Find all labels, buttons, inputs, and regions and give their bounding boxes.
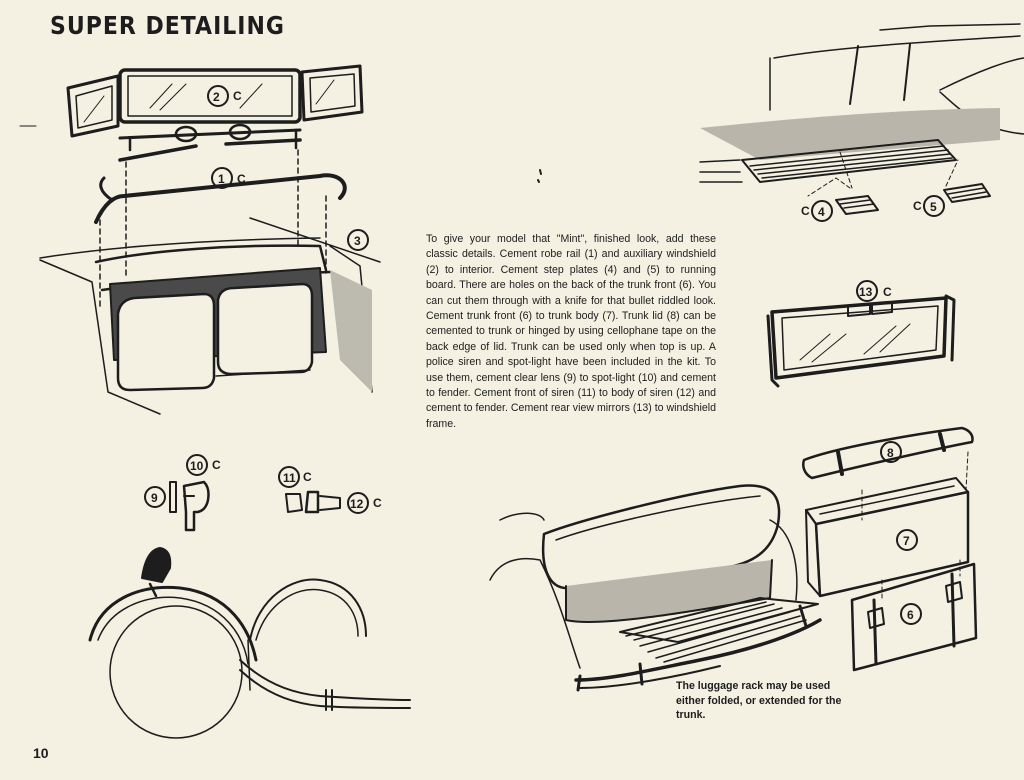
part-c-mark-11: C — [303, 470, 312, 484]
part-c-mark-1: C — [237, 172, 246, 186]
part-c-mark-5: C — [913, 199, 922, 213]
part-callout-12 — [347, 492, 369, 514]
part-callout-1 — [211, 167, 233, 189]
part-callout-2 — [207, 85, 229, 107]
robe-rail-illustration — [94, 173, 347, 224]
auxiliary-windshield-illustration — [66, 64, 364, 162]
part-number-5: 5 — [930, 200, 937, 214]
part-callout-5 — [923, 195, 945, 217]
part-number-4: 4 — [818, 205, 825, 219]
running-board-illustration — [699, 23, 1024, 215]
page-title: SUPER DETAILING — [50, 12, 285, 41]
part-callout-10 — [186, 454, 208, 476]
windshield-frame-illustration — [766, 294, 956, 388]
part-number-13: 13 — [859, 285, 873, 299]
page-number: 10 — [33, 745, 49, 761]
part-number-1: 1 — [218, 172, 225, 186]
part-c-mark-10: C — [212, 458, 221, 472]
part-c-mark-13: C — [883, 285, 892, 299]
part-number-6: 6 — [907, 608, 914, 622]
luggage-rack-caption: The luggage rack may be used either fold… — [676, 680, 842, 722]
instruction-text: To give your model that "Mint", finished… — [426, 233, 716, 430]
part-number-3: 3 — [354, 234, 361, 248]
part-c-mark-12: C — [373, 496, 382, 510]
part-number-2: 2 — [213, 90, 220, 104]
part-callout-13 — [856, 280, 878, 302]
trunk-rack-illustration — [489, 484, 822, 692]
part-number-8: 8 — [887, 446, 894, 460]
part-number-12: 12 — [350, 497, 364, 511]
part-c-mark-2: C — [233, 89, 242, 103]
part-callout-9 — [144, 486, 166, 508]
part-callout-6 — [900, 603, 922, 625]
fender-illustration — [88, 547, 411, 739]
part-number-11: 11 — [283, 471, 296, 485]
part-c-mark-4: C — [801, 204, 810, 218]
part-callout-3 — [347, 229, 369, 251]
part-callout-11 — [278, 466, 300, 488]
part-callout-7 — [896, 529, 918, 551]
part-number-9: 9 — [151, 491, 158, 505]
part-callout-4 — [811, 200, 833, 222]
part-number-7: 7 — [903, 534, 910, 548]
car-interior-illustration — [39, 217, 381, 415]
part-callout-8 — [880, 441, 902, 463]
spotlight-siren-parts-illustration — [169, 480, 341, 532]
trunk-parts-illustration — [802, 426, 978, 672]
part-number-10: 10 — [190, 459, 204, 473]
